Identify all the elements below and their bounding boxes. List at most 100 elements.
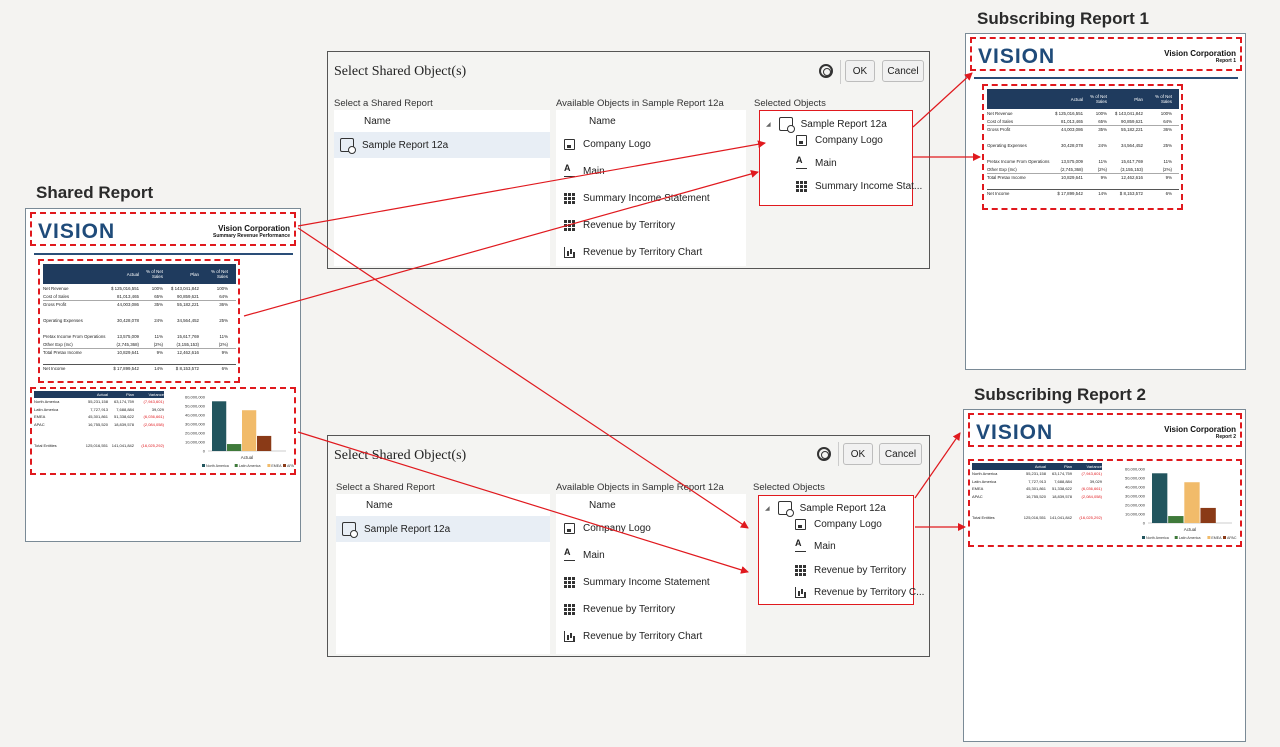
selected-item[interactable]: Summary Income Stat... [796,181,922,192]
income-cell-p1: (2%) [1097,166,1107,172]
available-item[interactable]: Company Logo [564,139,651,150]
y-tick-label: 40,000,000 [185,413,206,418]
territory-header: Actual Plan Variance [972,463,1102,470]
shared-income-region: Actual % of Net Sales Plan % of Net Sale… [38,259,240,383]
income-cell-actual: 13,575,009 [117,333,139,339]
available-item[interactable]: Main [564,547,605,561]
available-item[interactable]: Revenue by Territory Chart [564,247,702,258]
income-cell-p2: 36% [219,302,228,307]
shared-report-heading: Shared Report [36,183,154,202]
territory-chart: 60,000,00050,000,00040,000,00030,000,000… [185,395,294,468]
territory-cell-label: North America [34,399,60,405]
legend-entry: APAC [287,464,294,468]
income-cell-p2: 64% [219,293,228,299]
help-icon[interactable] [817,447,831,461]
tree-root[interactable]: ◢ Sample Report 12a [765,501,886,517]
income-row [987,133,1179,141]
shared-report-list: Name Sample Report 12a [334,110,550,266]
ok-button[interactable]: OK [845,60,875,82]
available-item-label: Revenue by Territory Chart [583,631,703,642]
available-item[interactable]: Revenue by Territory [564,604,675,615]
income-cell-plan: (3,155,153) [176,341,199,347]
territory-cell-label: North America [972,471,998,477]
col-actual: Actual [126,271,139,277]
territory-cell-label: EMEA [972,486,984,492]
expand-caret-icon[interactable]: ◢ [765,505,770,512]
income-cell-p2: 9% [221,350,228,355]
selected-item[interactable]: Main [796,155,837,169]
y-tick-label: 0 [1143,521,1146,526]
available-item[interactable]: Revenue by Territory [564,220,675,231]
ok-button[interactable]: OK [843,443,873,465]
legend-swatch [267,464,271,467]
shared-report-column-label: Select a Shared Report [334,98,433,109]
selected-item[interactable]: Revenue by Territory [795,565,906,576]
shared-report-item[interactable]: Sample Report 12a [342,522,450,538]
income-row [43,356,236,364]
income-row [43,324,236,332]
selected-item[interactable]: Company Logo [795,519,882,530]
territory-chart: 60,000,00050,000,00040,000,00030,000,000… [1125,467,1237,540]
available-item-label: Revenue by Territory Chart [583,247,703,258]
ter-col-var: Variance [1086,464,1103,469]
col-plan: Plan [1134,96,1143,102]
cancel-button[interactable]: Cancel [882,60,924,82]
income-cell-p2: 100% [216,285,228,291]
col-pct1: % of Net Sales [146,269,163,279]
legend-swatch [1174,536,1178,539]
territory-cell-actual: 16,755,520 [1025,493,1046,499]
income-cell-p1: 65% [1098,118,1107,124]
tree-root[interactable]: ◢ Sample Report 12a [766,117,887,133]
y-tick-label: 50,000,000 [1125,476,1146,481]
selected-item[interactable]: Revenue by Territory C... [795,587,924,598]
territory-cell-actual: 45,301,861 [87,414,108,420]
available-item[interactable]: Main [564,163,605,177]
col-pct1: % of Net Sales [1090,94,1107,104]
available-item-label: Main [583,550,605,561]
income-cell-p2: 6% [1165,191,1172,196]
legend-swatch [1142,536,1145,539]
available-item[interactable]: Revenue by Territory Chart [564,631,702,642]
income-cell-p1: 9% [1100,175,1107,180]
income-cell-plan: 15,617,769 [1121,158,1143,164]
corp-name: Vision Corporation [218,224,290,233]
territory-cell-label: Latin America [972,478,997,484]
selected-item[interactable]: Main [795,538,836,552]
name-header: Name [589,116,616,127]
selected-item[interactable]: Company Logo [796,135,883,146]
help-icon[interactable] [819,64,833,78]
vision-logo: VISION [38,220,116,243]
document-icon [564,139,575,150]
income-cell-p1: 100% [1095,110,1107,116]
territory-cell-plan: 51,338,622 [1051,486,1072,492]
income-cell-label: Net Income [987,191,1010,196]
legend-swatch [202,464,205,467]
text-icon [796,155,807,169]
selected-item-label: Summary Income Stat... [815,181,923,192]
income-cell-plan: $ 8,153,572 [175,366,199,371]
available-item[interactable]: Summary Income Statement [564,577,710,588]
available-item[interactable]: Company Logo [564,523,651,534]
cancel-button[interactable]: Cancel [879,443,922,465]
shared-report-item[interactable]: Sample Report 12a [340,138,448,154]
subscribing-report-2-heading: Subscribing Report 2 [974,385,1146,404]
territory-cell-var: (16,025,292) [141,443,164,449]
income-cell-p1: 11% [154,333,163,339]
income-cell-label: Operating Expenses [43,317,83,323]
expand-caret-icon[interactable]: ◢ [766,121,771,128]
territory-cell-actual: 7,727,913 [90,406,108,412]
corp-block: Vision Corporation Report 2 [1164,425,1236,440]
income-cell-p2: 11% [219,333,228,339]
income-cell-label: Pretax Income From Operations [43,333,106,339]
available-item[interactable]: Summary Income Statement [564,193,710,204]
income-cell-actual: $ 17,899,542 [1057,191,1083,196]
